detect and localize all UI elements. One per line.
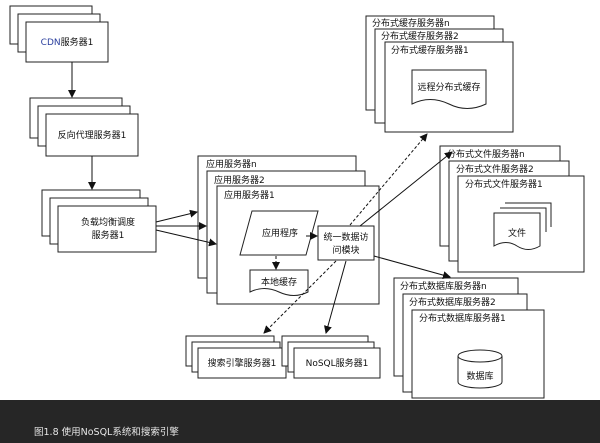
search-server-label: 搜索引擎服务器1 [208,357,277,369]
db-server-1-label: 分布式数据库服务器1 [419,312,506,324]
reverse-proxy-label: 反向代理服务器1 [58,129,127,141]
arrow-access-to-search [263,260,337,334]
nosql-server-stack: NoSQL服务器1 [281,335,381,379]
app-program-shape [239,210,319,256]
reverse-proxy-stack: 反向代理服务器1 [29,97,139,157]
unified-access-label-1: 统一数据访 [323,231,368,243]
cache-server-n-label: 分布式缓存服务器n [372,17,450,29]
unified-access-label-2: 问模块 [332,244,359,256]
file-server-n-label: 分布式文件服务器n [447,148,525,160]
db-server-n-label: 分布式数据库服务器n [400,280,487,292]
caption-bar [0,400,600,443]
figure-caption: 图1.8 使用NoSQL系统和搜索引擎 [34,427,179,438]
local-cache-shape [249,269,309,296]
file-label: 文件 [508,227,526,239]
remote-cache-label: 远程分布式缓存 [417,81,480,93]
file-server-1-label: 分布式文件服务器1 [465,178,543,190]
database-label: 数据库 [466,370,493,382]
search-server-stack: 搜索引擎服务器1 [185,335,287,379]
cdn-server-stack: CDN服务器1 [9,5,109,63]
app-server-n-label: 应用服务器n [206,158,257,170]
cdn-server-label: CDN服务器1 [41,36,94,48]
remote-cache-shape [411,69,487,109]
nosql-server-label: NoSQL服务器1 [306,357,369,369]
cache-server-1-label: 分布式缓存服务器1 [391,44,469,56]
cache-server-2-label: 分布式缓存服务器2 [381,30,459,42]
load-balancer-stack: 负载均衡调度 服务器1 [41,189,157,253]
arrow-lb-to-app-1 [155,229,217,247]
db-server-stack: 分布式数据库服务器n 分布式数据库服务器2 分布式数据库服务器1 数据库 [393,277,545,399]
load-balancer-label-2: 服务器1 [92,229,125,241]
arrow-access-to-file-servers [359,151,453,227]
db-server-2-label: 分布式数据库服务器2 [409,296,496,308]
arrow-access-to-nosql [324,260,347,334]
app-server-stack: 应用服务器n 应用服务器2 应用服务器1 应用程序 统一数据访 问模块 本地缓存 [197,155,380,305]
file-server-2-label: 分布式文件服务器2 [456,163,534,175]
app-program-label: 应用程序 [262,227,298,239]
file-document-shape [493,212,541,250]
cache-server-stack: 分布式缓存服务器n 分布式缓存服务器2 分布式缓存服务器1 远程分布式缓存 [365,15,514,133]
app-server-1-label: 应用服务器1 [224,189,275,201]
app-server-2-label: 应用服务器2 [214,174,265,186]
arrow-access-to-db-servers [373,255,451,279]
load-balancer-label-1: 负载均衡调度 [81,216,135,228]
local-cache-label: 本地缓存 [261,276,297,288]
database-cylinder-icon [457,349,503,389]
file-server-stack: 分布式文件服务器n 分布式文件服务器2 分布式文件服务器1 文件 [439,145,585,273]
unified-access-box [317,225,375,261]
arrow-lb-to-app-n [155,209,198,223]
